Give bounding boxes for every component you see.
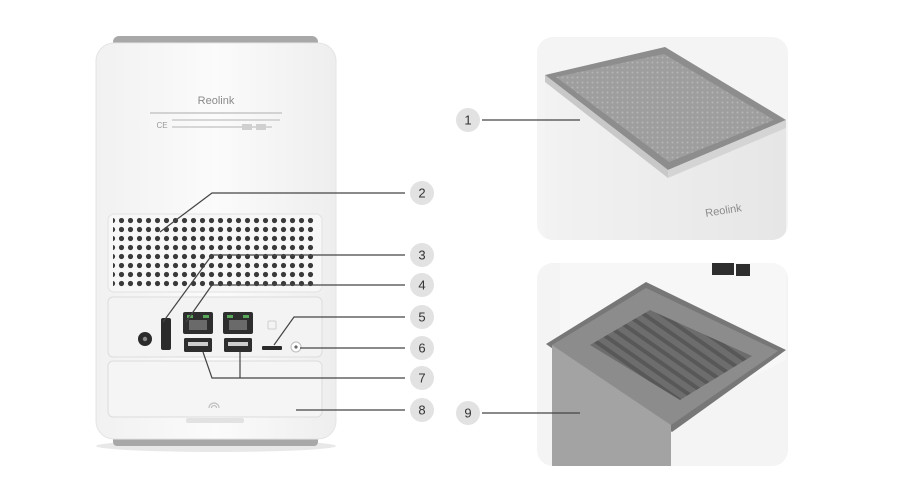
callout-number: 2 <box>418 186 425 201</box>
callout-4: 4 <box>410 273 434 297</box>
device-back-view: Reolink CE <box>95 36 337 452</box>
leader-line-7 <box>202 351 405 379</box>
leader-line-2 <box>159 192 405 233</box>
ethernet-port-1 <box>183 312 213 334</box>
callout-8: 8 <box>410 398 434 422</box>
callout-9: 9 <box>456 401 480 425</box>
device-logo: Reolink <box>198 95 235 107</box>
leader-line-4 <box>185 284 405 323</box>
usb-port-1 <box>184 338 212 352</box>
bottom-view-port <box>712 263 734 275</box>
callout-3: 3 <box>410 243 434 267</box>
top-view-panel: Reolink <box>537 37 788 240</box>
bottom-vent-grille <box>590 310 752 400</box>
bottom-view-panel <box>537 263 788 466</box>
svg-text:CE: CE <box>156 121 167 130</box>
usb-port-2 <box>224 338 252 352</box>
hdd-cover-latch <box>186 418 244 423</box>
callout-number: 5 <box>418 310 425 325</box>
top-view-logo: Reolink <box>704 202 743 220</box>
indicator-mark <box>267 320 277 330</box>
leader-line-5 <box>273 316 405 346</box>
callout-6: 6 <box>410 336 434 360</box>
microsd-slot <box>262 346 282 350</box>
bottom-foot <box>552 345 671 466</box>
leader-line-3 <box>162 254 405 323</box>
callout-5: 5 <box>410 305 434 329</box>
regulatory-label: CE <box>150 112 282 130</box>
hdmi-port <box>161 318 171 350</box>
callout-1: 1 <box>456 108 480 132</box>
callout-number: 6 <box>418 341 425 356</box>
port-panel <box>107 296 323 358</box>
callout-number: 7 <box>418 371 425 386</box>
top-mesh-cover <box>556 54 774 162</box>
leader-lines <box>159 119 580 414</box>
callout-number: 1 <box>464 113 471 128</box>
callout-number: 3 <box>418 248 425 263</box>
ethernet-port-2 <box>223 312 253 334</box>
callout-number: 9 <box>464 406 471 421</box>
callout-7: 7 <box>410 366 434 390</box>
callout-number: 4 <box>418 278 425 293</box>
callout-number: 8 <box>418 403 425 418</box>
vent-holes <box>113 218 316 288</box>
hdd-cover-icon <box>208 402 220 409</box>
hdd-cover <box>107 360 323 418</box>
callout-2: 2 <box>410 181 434 205</box>
